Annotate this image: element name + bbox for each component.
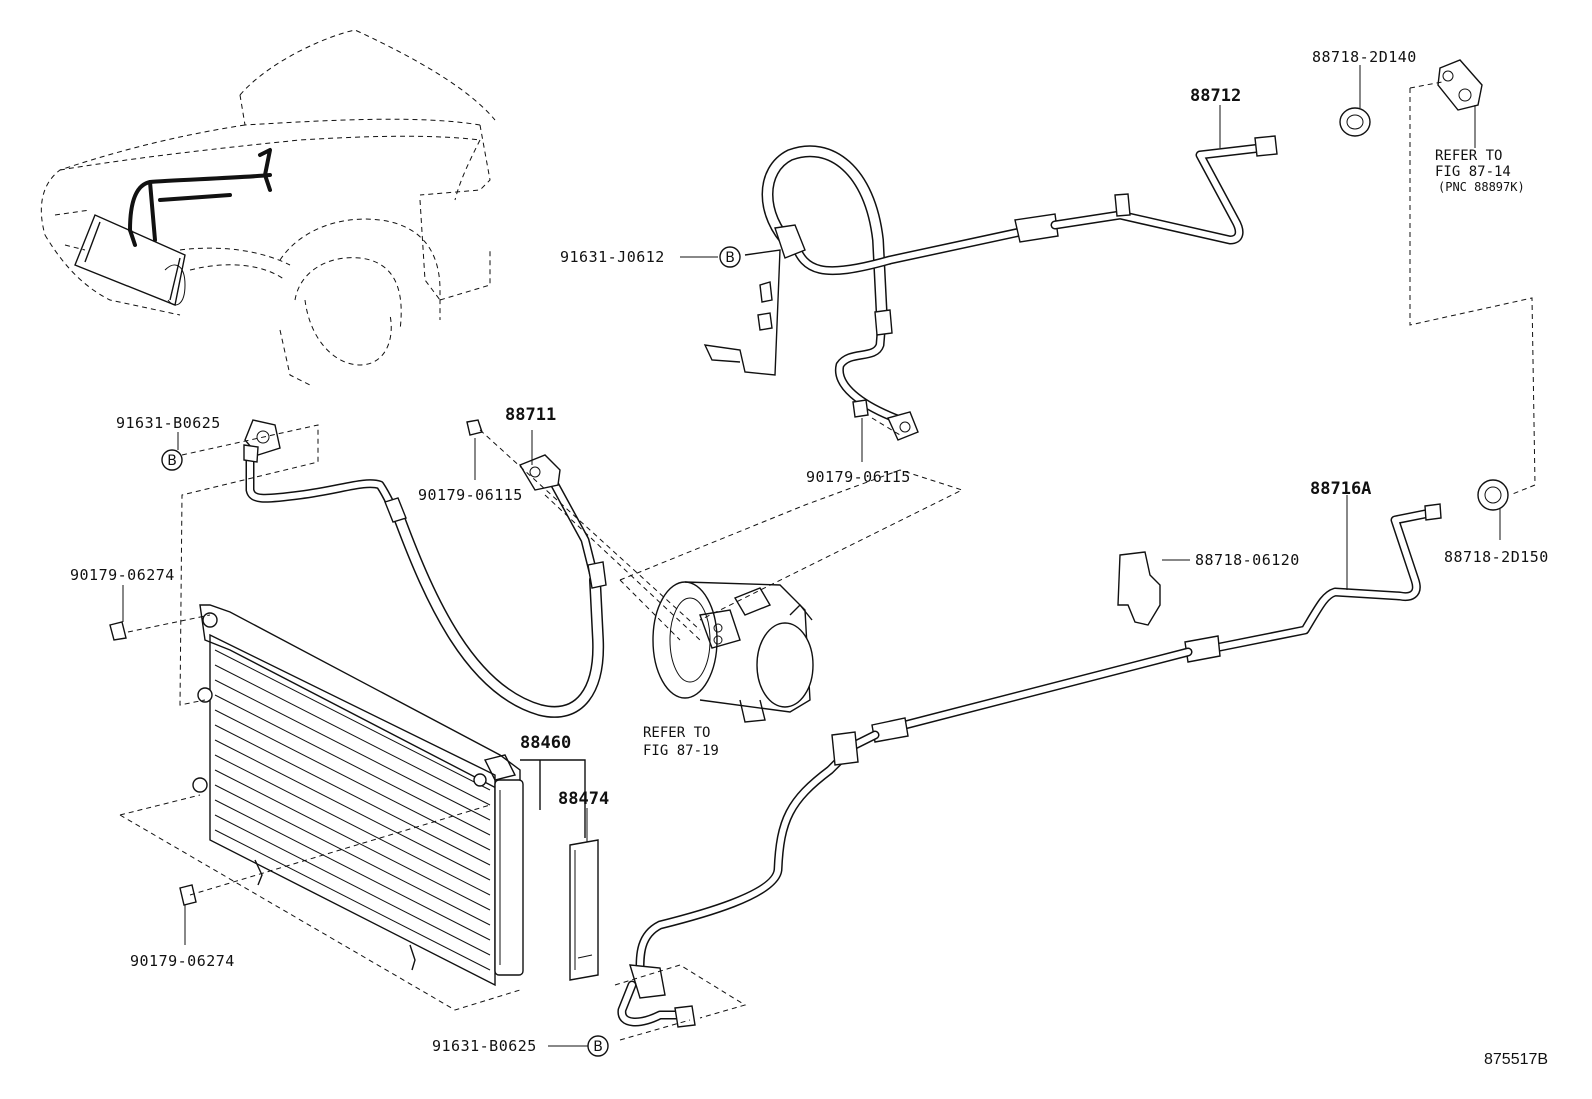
bolt-90179-06115-right <box>852 399 869 418</box>
liquid-pipe-88716a <box>617 503 1442 1028</box>
bolt-90179-06274-bottom <box>179 884 197 906</box>
svg-text:FIG 87-19: FIG 87-19 <box>643 743 719 759</box>
b-marker-bottom: B <box>587 1035 609 1057</box>
svg-text:FIG 87-14: FIG 87-14 <box>1435 164 1511 180</box>
b-marker-bracket: B <box>719 246 741 268</box>
svg-text:B: B <box>167 453 177 469</box>
label-88716a: 88716A <box>1310 479 1371 499</box>
svg-text:(PNC 88897K): (PNC 88897K) <box>1438 180 1525 194</box>
bolt-90179-06274-top <box>109 621 127 641</box>
label-88711: 88711 <box>505 405 556 425</box>
svg-text:B: B <box>593 1039 603 1055</box>
svg-text:B: B <box>725 250 735 266</box>
label-88474: 88474 <box>558 789 609 809</box>
grommet-88718-2d150 <box>1477 479 1509 511</box>
label-91631-j0612: 91631-J0612 <box>560 248 665 266</box>
svg-text:REFER TO: REFER TO <box>1435 148 1502 164</box>
discharge-hose <box>243 419 607 718</box>
compressor <box>652 581 814 723</box>
vehicle-outline <box>40 29 496 386</box>
grommet-88718-2d140 <box>1339 59 1483 137</box>
reference-note-compressor: REFER TO FIG 87-19 <box>643 725 719 759</box>
condenser-fins <box>214 649 491 971</box>
label-90179-06274-top: 90179-06274 <box>70 566 175 584</box>
label-90179-06115-right: 90179-06115 <box>806 468 911 486</box>
condenser-assembly <box>192 604 524 987</box>
label-88718-06120: 88718-06120 <box>1195 551 1300 569</box>
label-90179-06274-bottom: 90179-06274 <box>130 952 235 970</box>
label-88460: 88460 <box>520 733 571 753</box>
suction-hose-88712 <box>703 135 1278 441</box>
leader-lines <box>122 65 1501 1047</box>
bracket-88460 <box>520 759 586 838</box>
label-88718-2d140: 88718-2D140 <box>1312 48 1417 66</box>
reference-note-cushion: REFER TO FIG 87-14 (PNC 88897K) <box>1435 148 1525 194</box>
label-90179-06115-left: 90179-06115 <box>418 486 523 504</box>
dashed-guides <box>119 81 1536 1041</box>
svg-text:REFER TO: REFER TO <box>643 725 710 741</box>
bolt-90179-06115-left <box>466 419 483 436</box>
label-88712: 88712 <box>1190 86 1241 106</box>
label-91631-b0625-bottom: 91631-B0625 <box>432 1037 537 1055</box>
figure-number: 875517B <box>1484 1051 1548 1068</box>
dryer-cartridge <box>569 839 599 981</box>
label-91631-b0625-top: 91631-B0625 <box>116 414 221 432</box>
label-88718-2d150: 88718-2D150 <box>1444 548 1549 566</box>
b-marker-top-left: B <box>161 449 183 471</box>
